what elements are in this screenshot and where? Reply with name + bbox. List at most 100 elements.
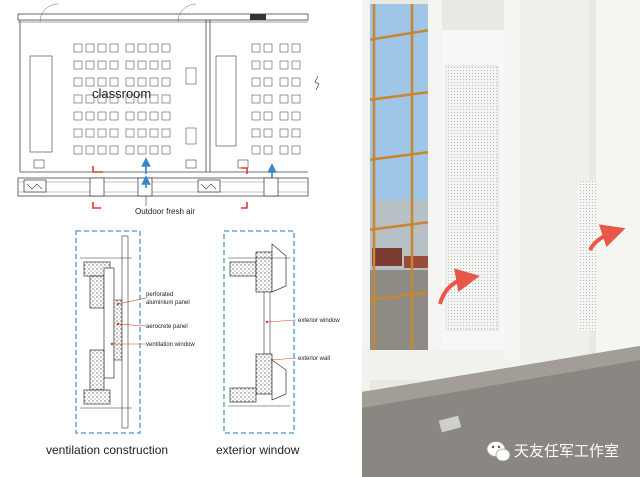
- desk: [73, 128, 83, 138]
- callout-label: exterior wall: [298, 356, 330, 362]
- desk: [137, 128, 147, 138]
- desk: [263, 128, 273, 138]
- desk: [97, 128, 107, 138]
- floor-plan: classroom: [17, 3, 320, 216]
- desk: [137, 94, 147, 104]
- desk: [109, 43, 119, 53]
- desk: [97, 94, 107, 104]
- desk: [251, 145, 261, 155]
- desk: [279, 128, 289, 138]
- watermark: 天友任军工作室: [486, 441, 619, 462]
- desk: [137, 145, 147, 155]
- desk: [85, 60, 95, 70]
- desk: [125, 128, 135, 138]
- callout-label: exterior window: [298, 318, 340, 324]
- desk: [109, 77, 119, 87]
- desk: [109, 145, 119, 155]
- callout-label: ventilation window: [146, 342, 195, 348]
- desk: [291, 60, 301, 70]
- desk: [85, 145, 95, 155]
- desk: [149, 94, 159, 104]
- section-marker: [92, 166, 248, 209]
- desk: [161, 43, 171, 53]
- callout-label: aluminium panel: [146, 300, 190, 306]
- detail-ventilation-construction: perforated aluminium panel aerocrete pan…: [46, 230, 195, 457]
- desk-grid-left: [73, 43, 171, 155]
- desk: [263, 145, 273, 155]
- desk: [73, 77, 83, 87]
- callout-label: perforated: [146, 292, 173, 298]
- desk: [291, 43, 301, 53]
- desk: [161, 77, 171, 87]
- desk: [109, 94, 119, 104]
- room-label: classroom: [92, 86, 151, 101]
- desk-grid-right: [251, 43, 301, 155]
- watermark-text: 天友任军工作室: [514, 442, 619, 460]
- desk: [279, 145, 289, 155]
- desk: [73, 145, 83, 155]
- desk: [137, 43, 147, 53]
- window-photo: [362, 0, 640, 477]
- desk: [149, 60, 159, 70]
- desk: [251, 43, 261, 53]
- desk: [149, 77, 159, 87]
- desk: [161, 60, 171, 70]
- desk: [125, 111, 135, 121]
- desk: [161, 128, 171, 138]
- desk: [263, 43, 273, 53]
- desk: [263, 111, 273, 121]
- fresh-air-label: Outdoor fresh air: [135, 207, 195, 216]
- desk: [97, 77, 107, 87]
- heating-unit: [197, 179, 221, 193]
- desk: [109, 60, 119, 70]
- desk: [125, 43, 135, 53]
- desk: [263, 77, 273, 87]
- desk: [251, 128, 261, 138]
- desk: [251, 94, 261, 104]
- detail-caption: ventilation construction: [46, 443, 168, 457]
- wechat-icon: [486, 441, 511, 462]
- desk: [125, 145, 135, 155]
- desk: [291, 111, 301, 121]
- callout-label: aerocrete panel: [146, 324, 188, 330]
- desk: [109, 111, 119, 121]
- desk: [125, 60, 135, 70]
- desk: [97, 43, 107, 53]
- desk: [279, 60, 289, 70]
- desk: [291, 145, 301, 155]
- desk: [125, 94, 135, 104]
- desk: [251, 60, 261, 70]
- desk: [85, 77, 95, 87]
- desk: [279, 94, 289, 104]
- desk: [263, 60, 273, 70]
- desk: [279, 77, 289, 87]
- desk: [291, 128, 301, 138]
- scaffolding: [367, 4, 431, 360]
- desk: [149, 111, 159, 121]
- detail-exterior-window: exterior window exterior wall exterior w…: [216, 230, 340, 457]
- desk: [73, 43, 83, 53]
- desk: [73, 94, 83, 104]
- desk: [85, 94, 95, 104]
- desk: [279, 43, 289, 53]
- airflow-arrow: [588, 224, 626, 251]
- desk: [161, 145, 171, 155]
- desk: [85, 128, 95, 138]
- detail-caption: exterior window: [216, 443, 300, 457]
- desk: [149, 145, 159, 155]
- desk: [137, 77, 147, 87]
- desk: [279, 111, 289, 121]
- desk: [137, 60, 147, 70]
- desk: [97, 60, 107, 70]
- desk: [125, 77, 135, 87]
- heating-unit: [23, 179, 47, 193]
- airflow-arrow: [438, 268, 480, 305]
- desk: [251, 77, 261, 87]
- desk: [161, 94, 171, 104]
- desk: [73, 60, 83, 70]
- desk: [263, 94, 273, 104]
- perforated-panel: [445, 65, 499, 331]
- desk: [291, 94, 301, 104]
- desk: [73, 111, 83, 121]
